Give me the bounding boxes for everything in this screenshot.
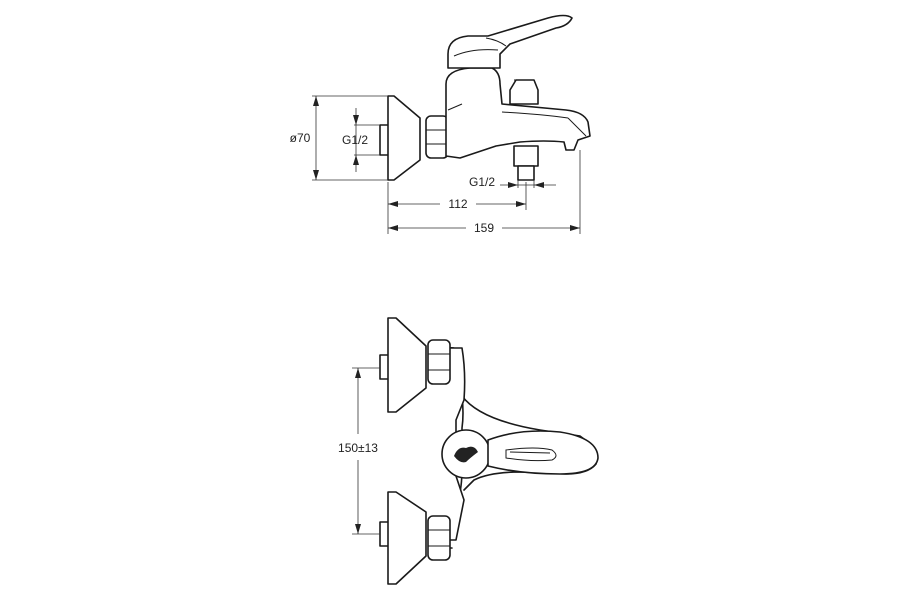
dim-total-length-label: 159 [474,221,494,235]
front-view: 150±13 [338,317,599,585]
lever-handle [447,14,573,69]
dim-inlet-thread: G1/2 [342,108,380,172]
dim-spout-length-label: 112 [448,197,467,211]
dim-total-length: 159 [388,150,581,235]
dim-outlet-thread-label: G1/2 [469,175,495,189]
dim-center-distance-label: 150±13 [338,441,378,455]
dim-diameter: ø70 [290,95,388,181]
brand-logo-icon [454,446,478,463]
outlet-fitting [513,145,539,167]
outlet-stub [517,165,535,181]
dim-inlet-thread-label: G1/2 [342,133,368,147]
lower-hex-nut [427,515,451,561]
dim-outlet-thread: G1/2 [469,175,556,189]
dim-center-distance: 150±13 [338,367,380,535]
diverter-knob [509,79,539,105]
side-escutcheon [387,95,421,181]
dim-spout-length: 112 [387,182,527,234]
side-view: ø70 G1/2 G1/2 112 [290,14,591,235]
upper-escutcheon [387,317,427,413]
upper-hex-nut [427,339,451,385]
side-hex-nut [425,115,449,159]
dim-diameter-label: ø70 [290,131,311,145]
lower-escutcheon [387,491,427,585]
